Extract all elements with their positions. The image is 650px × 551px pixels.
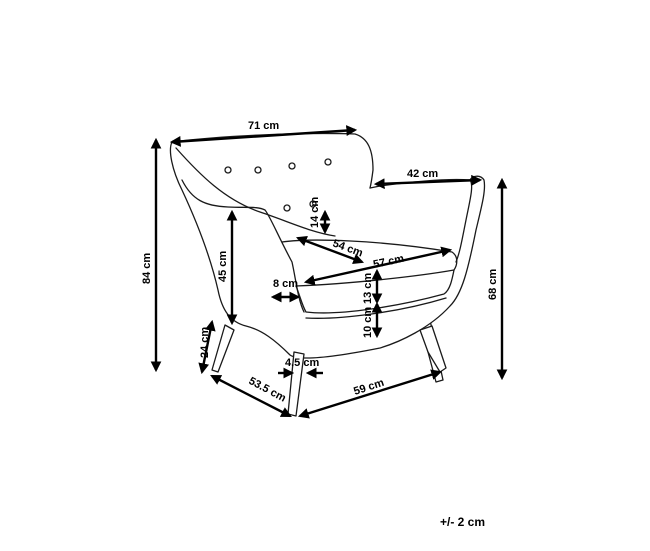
dim-line-71 — [169, 125, 358, 147]
label-overall-width: 71 cm — [248, 120, 279, 132]
label-arm-thickness: 8 cm — [273, 278, 298, 290]
dim-line-24 — [198, 319, 216, 375]
dimension-lines — [150, 125, 508, 419]
label-arm-height: 45 cm — [217, 251, 229, 282]
label-base-depth: 53.5 cm — [247, 375, 288, 405]
label-height-to-arm: 68 cm — [487, 269, 499, 300]
label-backrest-above-arm: 14 cm — [309, 197, 321, 228]
left-arm — [181, 179, 305, 313]
dim-line-57 — [303, 246, 453, 286]
label-seat-base: 10 cm — [362, 307, 374, 338]
button-4 — [324, 158, 332, 166]
dim-line-59 — [297, 369, 443, 419]
dim-line-53-5 — [210, 374, 292, 418]
button-2 — [254, 166, 262, 174]
label-total-height: 84 cm — [141, 253, 153, 284]
button-6 — [309, 200, 317, 208]
button-1 — [224, 166, 232, 174]
leg-back-left — [211, 324, 235, 373]
dim-line-42 — [373, 174, 483, 190]
button-5 — [283, 204, 291, 212]
label-seat-cushion: 13 cm — [362, 273, 374, 304]
label-leg-width: 4.5 cm — [285, 357, 319, 369]
seat-base-line — [305, 297, 447, 319]
button-3 — [288, 162, 296, 170]
tolerance-note: +/- 2 cm — [440, 515, 486, 529]
leg-front-right — [419, 325, 447, 373]
tufting-buttons — [224, 158, 332, 212]
backrest-inner — [175, 147, 336, 237]
seat-front — [295, 269, 455, 314]
label-arm-depth: 42 cm — [407, 168, 438, 180]
label-leg-height: 24 cm — [199, 327, 211, 358]
